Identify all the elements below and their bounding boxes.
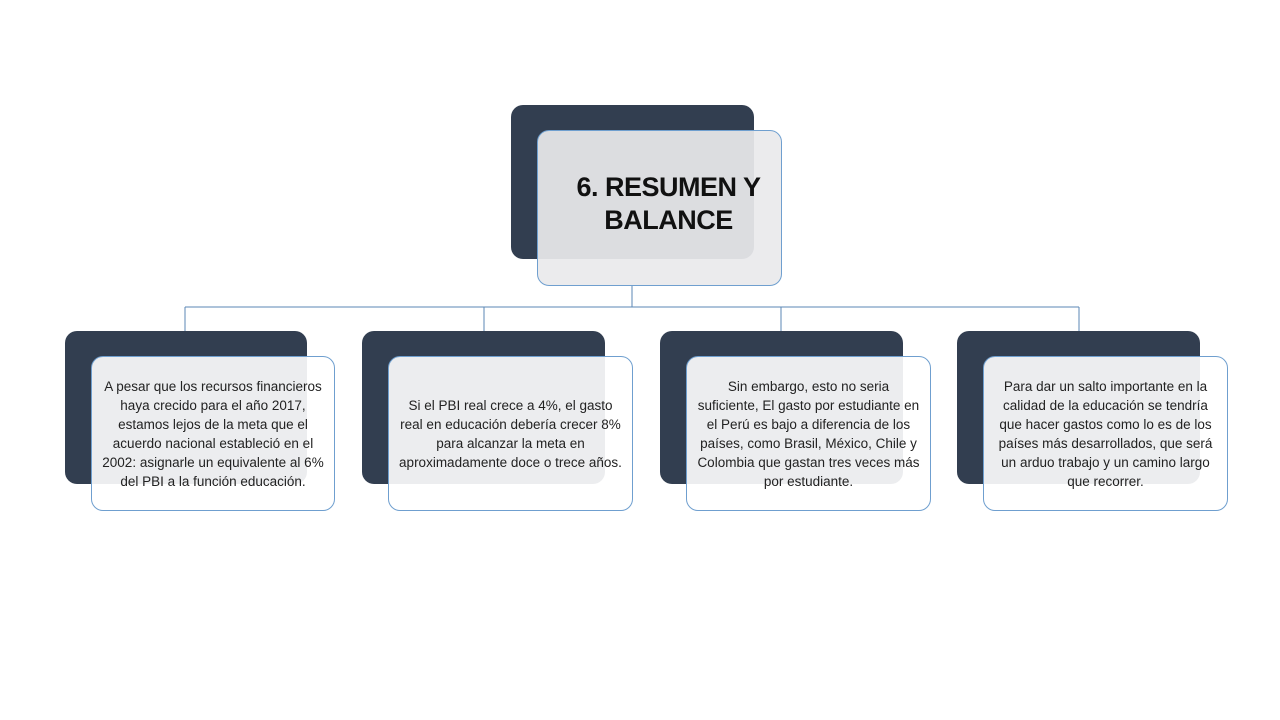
child-node-4-text: Para dar un salto importante en la calid… (998, 378, 1213, 489)
child-node-2-text: Si el PBI real crece a 4%, el gasto real… (399, 397, 622, 470)
child-node-1-text: A pesar que los recursos financieros hay… (102, 378, 324, 489)
child-node-2: Si el PBI real crece a 4%, el gasto real… (388, 356, 633, 511)
root-node-title: 6. RESUMEN Y BALANCE (576, 172, 761, 235)
child-node-3-text: Sin embargo, esto no seria suficiente, E… (697, 378, 920, 489)
root-node: 6. RESUMEN Y BALANCE (537, 130, 782, 286)
child-node-4: Para dar un salto importante en la calid… (983, 356, 1228, 511)
child-node-1: A pesar que los recursos financieros hay… (91, 356, 335, 511)
child-node-3: Sin embargo, esto no seria suficiente, E… (686, 356, 931, 511)
